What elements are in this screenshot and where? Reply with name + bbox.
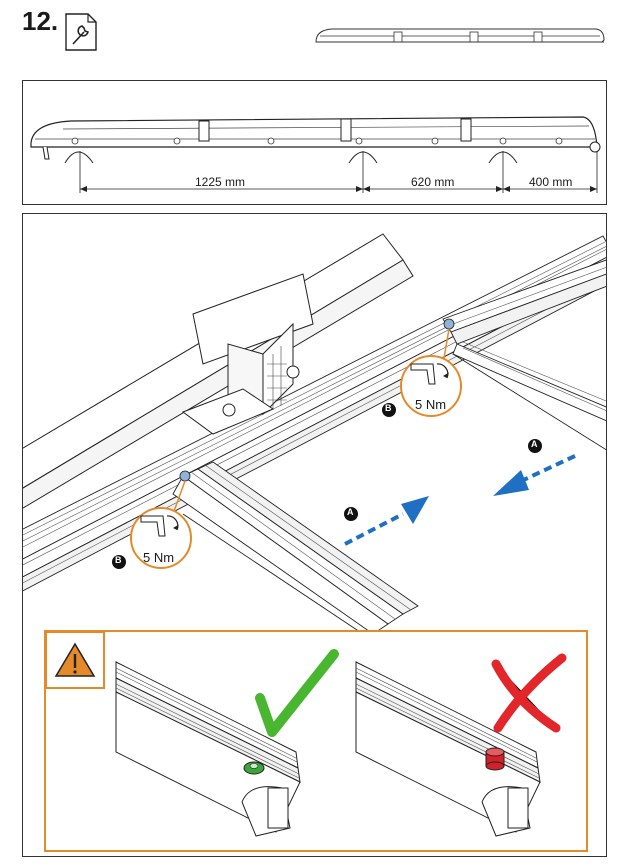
dimension-panel: 1225 mm 620 mm 400 mm: [22, 80, 607, 205]
bolt-icon: [179, 470, 191, 482]
marker-a-right-label: A: [531, 439, 538, 449]
assembly-panel: 5 Nm 5 Nm B B A A: [22, 213, 607, 857]
rail-overview-thumbnail: [315, 28, 605, 43]
marker-b-left-label: B: [115, 555, 122, 565]
dimension-label-2: 620 mm: [411, 175, 455, 189]
torque-callout-right: [400, 355, 462, 417]
torque-value-right: 5 Nm: [415, 397, 447, 412]
warning-triangle-icon: [54, 642, 96, 677]
rail-assembly-illustration: [23, 233, 606, 635]
dimension-label-1: 1225 mm: [195, 175, 246, 189]
warning-panel: [44, 630, 588, 852]
marker-a-right: [528, 439, 542, 453]
rail-side-view: [30, 116, 601, 193]
marker-b-right: [382, 403, 396, 417]
torque-value-left: 5 Nm: [143, 550, 175, 565]
checkmark-icon: [255, 649, 339, 737]
cross-icon: [491, 653, 567, 733]
dimension-label-3: 400 mm: [529, 175, 573, 189]
arrow-left-pushing-in: [344, 496, 429, 546]
hex-key-icon: [140, 515, 166, 537]
marker-a-left-label: A: [347, 507, 354, 517]
hex-key-icon: [410, 363, 436, 385]
washer-comparison-illustration: [45, 631, 567, 837]
marker-a-left: [344, 507, 358, 521]
step-number: 12.: [22, 6, 59, 36]
arrow-right-pushing-in: [493, 454, 576, 496]
wrench-document-icon: [65, 13, 97, 51]
bolt-icon: [443, 318, 455, 330]
marker-b-right-label: B: [385, 403, 392, 413]
torque-callout-left: [130, 507, 192, 569]
marker-b-left: [112, 555, 126, 569]
incorrect-washer-icon: [485, 747, 505, 771]
